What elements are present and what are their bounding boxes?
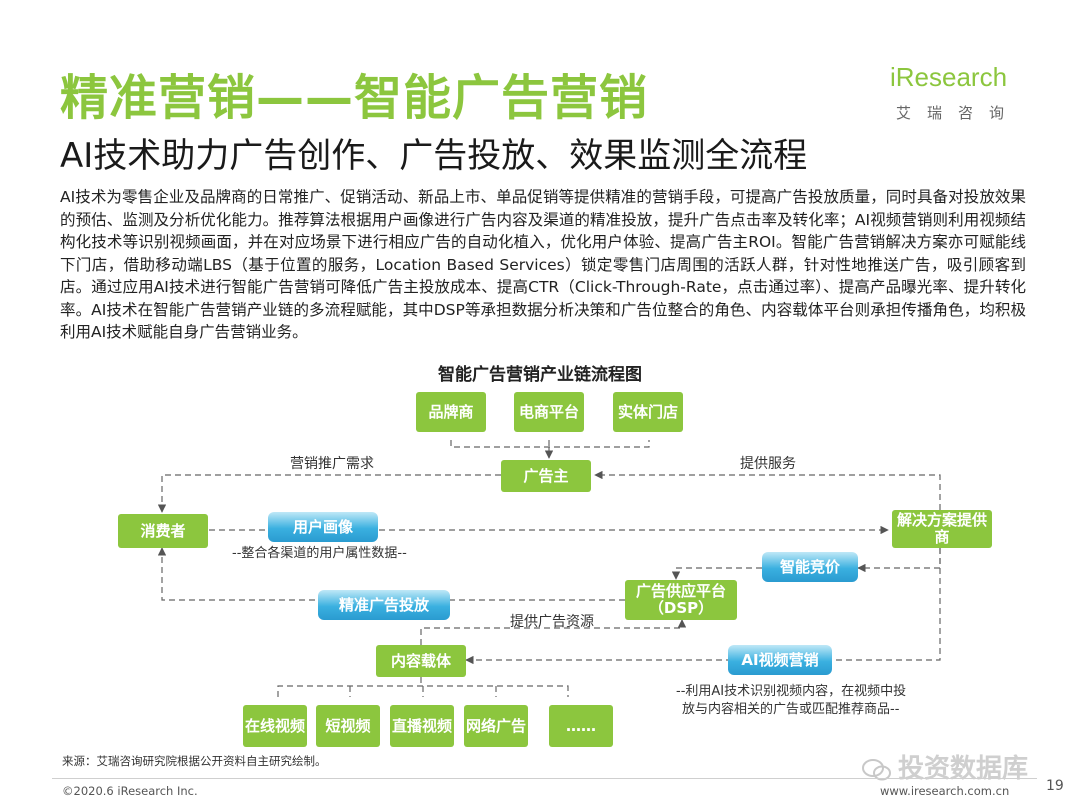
node-online-video: 在线视频 xyxy=(243,705,307,747)
node-solution-provider: 解决方案提供商 xyxy=(892,510,992,548)
note-ai-video-line2: 放与内容相关的广告或匹配推荐商品-- xyxy=(682,702,900,717)
bracket-top-line xyxy=(450,440,650,448)
node-ecommerce: 电商平台 xyxy=(514,392,584,432)
source-note: 来源：艾瑞咨询研究院根据公开资料自主研究绘制。 xyxy=(62,754,327,768)
note-user-profile: --整合各渠道的用户属性数据-- xyxy=(232,546,407,561)
wechat-icon xyxy=(862,758,891,780)
page-number: 19 xyxy=(1046,778,1064,794)
page-title: 精准营销——智能广告营销 xyxy=(60,70,649,126)
node-ai-video: AI视频营销 xyxy=(728,645,832,675)
label-provide-ad-resource: 提供广告资源 xyxy=(510,614,594,630)
solution-to-content-line xyxy=(465,548,941,665)
logo-sub-text: 艾瑞咨询 xyxy=(896,104,1021,122)
copyright: ©2020.6 iResearch Inc. xyxy=(62,784,198,798)
node-live-video: 直播视频 xyxy=(390,705,454,747)
watermark-text: 投资数据库 xyxy=(898,754,1029,784)
logo-main-text: iResearch xyxy=(890,62,1008,92)
diagram-title: 智能广告营销产业链流程图 xyxy=(438,365,642,385)
solution-to-bidding-line xyxy=(857,548,941,573)
label-provide-service: 提供服务 xyxy=(740,456,796,472)
solution-to-advertiser-line xyxy=(594,470,941,510)
website: www.iresearch.com.cn xyxy=(880,784,1010,798)
body-paragraph: AI技术为零售企业及品牌商的日常推广、促销活动、新品上市、单品促销等提供精准的营… xyxy=(60,188,1026,341)
iresearch-logo: iResearch 艾瑞咨询 xyxy=(890,62,1040,126)
node-advertiser: 广告主 xyxy=(501,460,591,492)
page-subtitle: AI技术助力广告创作、广告投放、效果监测全流程 xyxy=(60,136,808,176)
node-intelligent-bidding: 智能竞价 xyxy=(762,552,858,582)
advertiser-to-consumer-line xyxy=(157,474,501,513)
dsp-to-consumer-line xyxy=(157,547,625,601)
node-precise-ad: 精准广告投放 xyxy=(318,590,450,620)
node-dsp: 广告供应平台（DSP） xyxy=(625,580,737,620)
node-network-ad: 网络广告 xyxy=(464,705,528,747)
node-short-video: 短视频 xyxy=(316,705,380,747)
bidding-to-dsp-line xyxy=(671,567,762,580)
content-to-dsp-line xyxy=(420,619,687,645)
note-ai-video-line1: --利用AI技术识别视频内容，在视频中投 xyxy=(676,684,907,699)
node-brand: 品牌商 xyxy=(416,392,486,432)
node-consumer: 消费者 xyxy=(118,514,208,548)
label-marketing-demand: 营销推广需求 xyxy=(290,456,374,472)
watermark: 投资数据库 xyxy=(862,748,1028,785)
footer-divider xyxy=(52,778,1037,779)
node-content-carrier: 内容载体 xyxy=(376,645,466,677)
node-user-profile: 用户画像 xyxy=(268,512,378,542)
node-store: 实体门店 xyxy=(613,392,683,432)
node-more: …… xyxy=(549,705,613,747)
